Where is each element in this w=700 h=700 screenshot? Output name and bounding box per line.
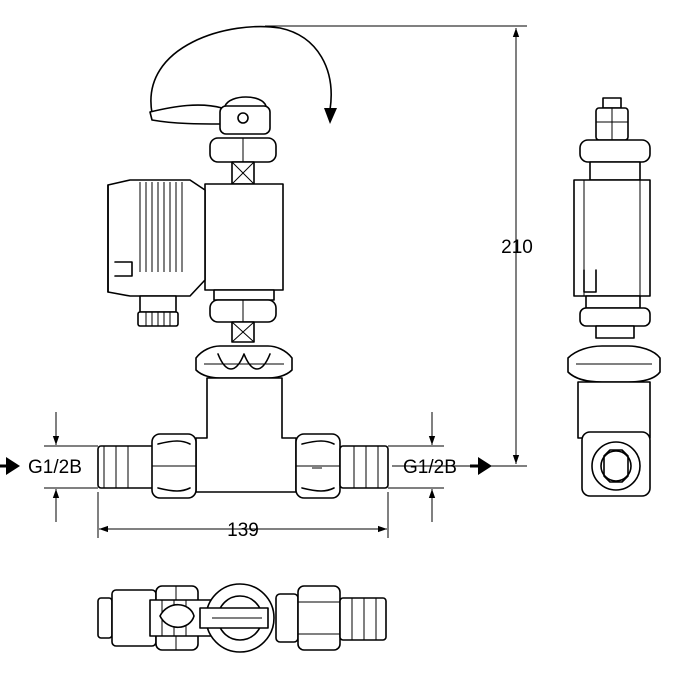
dimension-lines [44,25,527,538]
side-view [567,97,661,497]
upper-nut [209,137,277,185]
solenoid-coil [107,179,206,327]
height-dimension-label: 210 [501,237,533,258]
inlet-thread-label: G1/2B [28,457,82,478]
valve-body [204,183,284,291]
side-union-nut [567,345,661,383]
side-coil [573,179,651,297]
inlet-flow-arrow [0,457,20,475]
side-lower-nut [579,307,651,339]
outlet-thread-label: G1/2B [403,457,457,478]
lower-nut [209,289,277,343]
width-dimension-label: 139 [227,520,259,541]
top-view [97,583,387,653]
side-stem [585,295,641,309]
side-neck [589,161,641,181]
left-connector [97,433,197,499]
side-body [577,381,651,439]
tee-body [195,377,297,493]
rotation-arrow [150,25,337,124]
lever-handle [149,96,271,135]
right-connector [295,433,389,499]
side-upper-nut [579,139,651,163]
side-outlet-port [581,431,651,497]
side-handle [595,97,629,141]
union-nut [195,345,293,379]
top-right-connector [275,585,387,651]
top-handle [199,583,275,653]
outlet-flow-arrow [470,457,492,475]
front-view [97,25,389,499]
